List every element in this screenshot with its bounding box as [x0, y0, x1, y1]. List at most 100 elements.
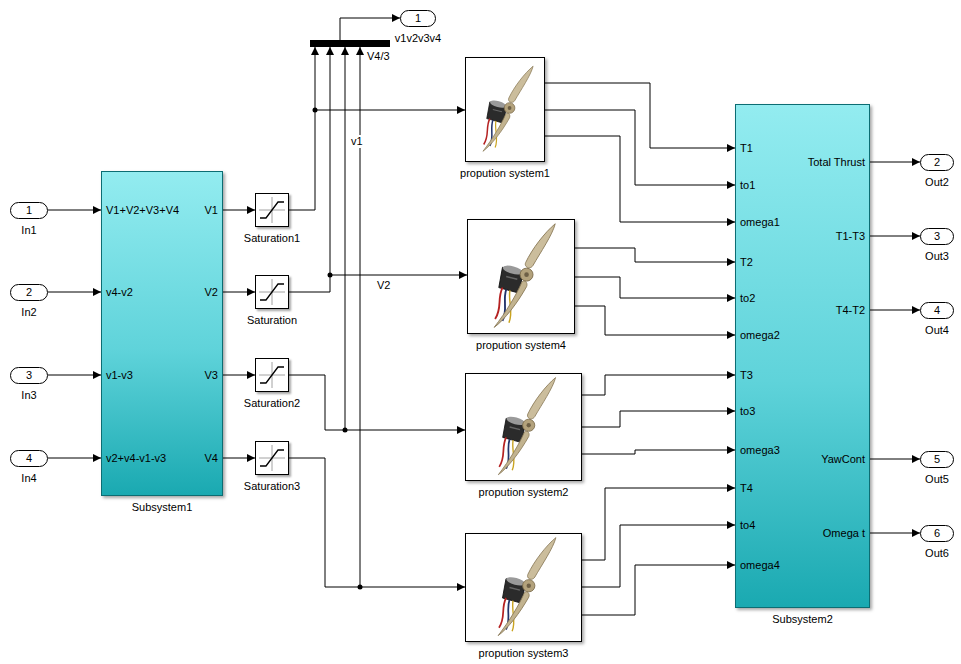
- port-label: omega3: [740, 444, 780, 457]
- port-label: T1-T3: [836, 230, 865, 243]
- signal-line: [870, 310, 920, 311]
- inport-block: 3In3: [10, 367, 48, 384]
- inport-block: 4In4: [10, 450, 48, 467]
- outport-block: 5Out5: [920, 451, 954, 468]
- propeller-illustration: [483, 66, 533, 151]
- subsystem-block: V1+V2+V3+V4v4-v2v1-v3v2+v4-v1-v3V1V2V3V4…: [101, 171, 223, 496]
- signal-line: [223, 210, 255, 211]
- icon-ground: [467, 219, 575, 334]
- port-label: V4: [205, 452, 218, 465]
- block-name: Saturation3: [244, 480, 300, 493]
- icon-ground: [465, 533, 582, 642]
- port-number: 4: [11, 452, 47, 465]
- icon-ground: [465, 57, 545, 162]
- signal-line: [582, 488, 735, 560]
- signal-line: [289, 275, 467, 292]
- saturation-symbol: [255, 441, 289, 475]
- block-name: Saturation1: [244, 232, 300, 245]
- signal-line: [582, 375, 735, 395]
- propulsion-block: propution system3: [465, 533, 582, 642]
- port-label: T4: [740, 482, 753, 495]
- signal-line: [870, 533, 920, 534]
- block-name: propution system3: [479, 647, 569, 660]
- port-label: v2+v4-v1-v3: [106, 452, 166, 465]
- signal-line: [575, 306, 735, 335]
- propeller-icons: [465, 57, 582, 642]
- saturation-symbol: [255, 193, 289, 227]
- port-number: 1: [401, 12, 435, 25]
- mux-bar: [310, 40, 390, 47]
- signal-line: [582, 411, 735, 427]
- port-number: 3: [11, 369, 47, 382]
- saturation-block: Saturation: [255, 275, 289, 309]
- block-name: propution system4: [476, 339, 566, 352]
- signal-line: [575, 277, 735, 298]
- signal-label: v1: [350, 135, 364, 148]
- block-name: In4: [21, 472, 36, 485]
- port-number: 2: [11, 286, 47, 299]
- saturation-block: Saturation1: [255, 193, 289, 227]
- outport-block: 2Out2: [920, 154, 954, 171]
- saturation-block: Saturation3: [255, 441, 289, 475]
- branch-wire: [330, 47, 331, 275]
- branch-wire: [315, 47, 316, 110]
- port-label: Total Thrust: [808, 156, 865, 169]
- signal-line: [582, 450, 735, 454]
- block-name: In3: [21, 389, 36, 402]
- signal-label: V2: [376, 279, 391, 292]
- port-label: omega4: [740, 559, 780, 572]
- signal-line: [223, 292, 255, 293]
- port-label: V1: [205, 204, 218, 217]
- inport-block: 2In2: [10, 284, 48, 301]
- block-name: Saturation2: [244, 397, 300, 410]
- signal-line: [223, 375, 255, 376]
- mux-output-wire: [340, 18, 400, 40]
- outport-block: 6Out6: [920, 525, 954, 542]
- port-label: to4: [740, 519, 755, 532]
- signal-line: [545, 110, 735, 185]
- outport-block: 4Out4: [920, 302, 954, 319]
- port-label: v4-v2: [106, 286, 133, 299]
- port-number: 6: [921, 527, 953, 540]
- outport-block: 3Out3: [920, 228, 954, 245]
- block-name: Out4: [925, 324, 949, 337]
- propulsion-block: propution system1: [465, 57, 545, 162]
- block-name: Subsystem2: [772, 613, 833, 626]
- propeller-illustration: [498, 538, 556, 636]
- connectors: [48, 83, 920, 615]
- signal-line: [48, 210, 101, 211]
- port-label: omega2: [740, 329, 780, 342]
- mux-wiring: [310, 18, 400, 590]
- block-name: Out3: [925, 250, 949, 263]
- block-name: Out2: [925, 176, 949, 189]
- signal-line: [870, 236, 920, 237]
- block-name: In2: [21, 306, 36, 319]
- signal-label: V4/3: [366, 50, 391, 63]
- port-number: 3: [921, 230, 953, 243]
- port-label: T2: [740, 256, 753, 269]
- port-label: to2: [740, 292, 755, 305]
- signal-line: [223, 458, 255, 459]
- propeller-illustration: [498, 378, 555, 475]
- signal-line: [48, 292, 101, 293]
- signal-line: [582, 565, 735, 615]
- block-name: propution system2: [479, 486, 569, 499]
- signal-line: [289, 110, 465, 210]
- block-name: In1: [21, 224, 36, 237]
- inport-block: 1In1: [10, 202, 48, 219]
- block-name: propution system1: [460, 167, 550, 180]
- port-label: to3: [740, 405, 755, 418]
- subsystem-block: T1to1omega1T2to2omega2T3to3omega3T4to4om…: [735, 104, 870, 608]
- port-label: to1: [740, 179, 755, 192]
- branch-wire: [345, 47, 346, 430]
- signal-line: [48, 375, 101, 376]
- block-name: Saturation: [247, 314, 297, 327]
- port-number: 1: [11, 204, 47, 217]
- saturation-symbol: [255, 275, 289, 309]
- block-name: v1v2v3v4: [395, 32, 441, 45]
- propeller-illustration: [494, 224, 555, 328]
- signal-line: [582, 525, 735, 587]
- propulsion-block: propution system2: [465, 373, 582, 481]
- saturation-block: Saturation2: [255, 358, 289, 392]
- port-label: YawCont: [821, 453, 865, 466]
